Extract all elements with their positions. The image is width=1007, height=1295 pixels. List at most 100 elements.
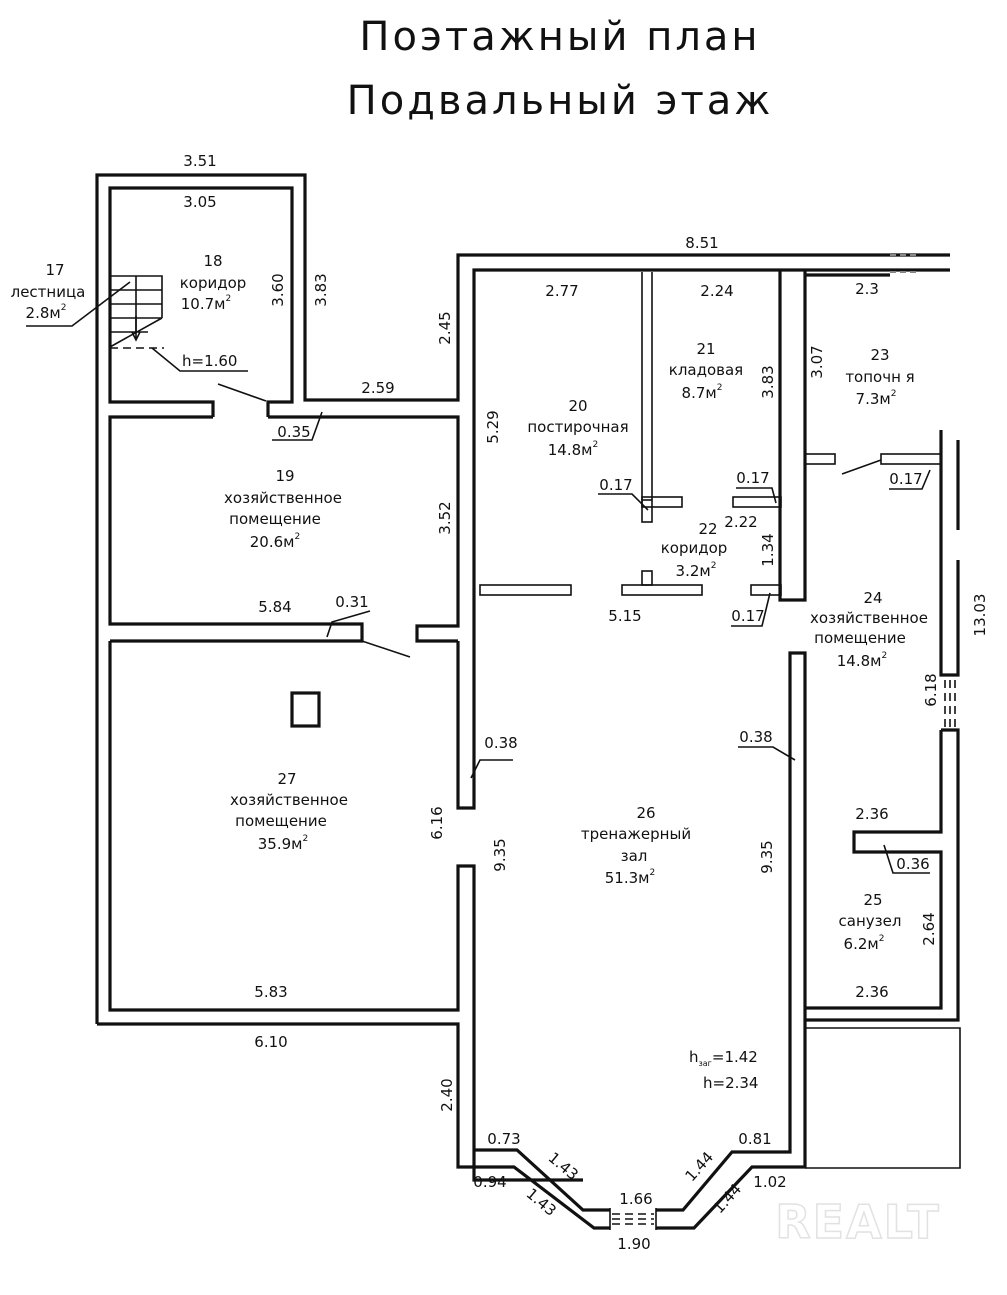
dim-label: 2.36: [855, 983, 888, 1001]
room-20-area: 14.8м2: [548, 440, 598, 459]
wall-room27: [108, 641, 583, 1182]
dim-label: 6.18: [922, 673, 940, 706]
floor-title: Подвальный этаж: [346, 78, 774, 124]
dim-label: 2.64: [920, 912, 938, 945]
room-24-name-1: хозяйственное: [810, 609, 928, 627]
wall-room18-inner: [108, 186, 294, 417]
room-17-area: 2.8м2: [26, 303, 67, 322]
dim-label: 6.10: [254, 1033, 287, 1051]
dim-label: 0.17: [731, 607, 764, 625]
partition-20-bottom-left: [479, 584, 572, 596]
wall-room24-right: [939, 430, 960, 677]
room-19-name-2: помещение: [229, 510, 321, 528]
dim-label: 0.17: [736, 469, 769, 487]
plan-title: Поэтажный план: [359, 14, 761, 60]
partition-23-left: [804, 453, 836, 465]
dim-label: 3.52: [436, 501, 454, 534]
dim-label: 0.31: [335, 593, 368, 611]
dim-label: 13.03: [971, 594, 989, 637]
leader-017-a: [598, 493, 649, 511]
room-19-number: 19: [275, 467, 294, 485]
partition-22-right: [750, 584, 782, 596]
leader-036: [883, 844, 930, 874]
leader-017-b: [736, 487, 777, 504]
wall-room19: [268, 415, 460, 643]
leader-031: [326, 610, 371, 638]
leader-017-c: [731, 592, 771, 627]
dim-label: 0.17: [599, 476, 632, 494]
dim-label: 3.05: [183, 193, 216, 211]
room-18-area: 10.7м2: [181, 294, 231, 313]
dim-label: 3.83: [312, 273, 330, 306]
dim-label: 0.94: [473, 1173, 506, 1191]
walls: [95, 173, 961, 1230]
dim-label: 0.17: [889, 470, 922, 488]
dim-label: 3.51: [183, 152, 216, 170]
room-24-number: 24: [863, 589, 882, 607]
dim-label: 3.83: [759, 365, 777, 398]
room-23-number: 23: [870, 346, 889, 364]
room-17-name: лестница: [11, 283, 86, 301]
room-21-area: 8.7м2: [682, 383, 723, 402]
dim-label: 2.22: [724, 513, 757, 531]
window-bay: [612, 1213, 654, 1225]
room-22-name: коридор: [661, 539, 728, 557]
room-20-number: 20: [568, 397, 587, 415]
wall-partition-20-21: [641, 272, 653, 500]
dim-label: 2.59: [361, 379, 394, 397]
room-18-name: коридор: [180, 274, 247, 292]
wall-room21-right: [778, 270, 807, 602]
dim-label: 2.36: [855, 805, 888, 823]
leader-door-18: [217, 383, 267, 402]
room-24-name-2: помещение: [814, 629, 906, 647]
room-23-area: 7.3м2: [856, 389, 897, 408]
room-25-number: 25: [863, 891, 882, 909]
dim-label: 9.35: [491, 838, 509, 871]
stair-arrow: [131, 316, 141, 342]
dim-label: 0.38: [484, 734, 517, 752]
room-23-name: топочн я: [845, 368, 914, 386]
stair-height: h=1.60: [182, 352, 237, 370]
dim-label: 0.73: [487, 1130, 520, 1148]
wall-outer-bottom-left: [97, 1022, 610, 1230]
room-20-name: постирочная: [527, 418, 628, 436]
room-19-name-1: хозяйственное: [224, 489, 342, 507]
dim-label: 6.16: [428, 806, 446, 839]
wall-bay-right-inner: [656, 651, 807, 1230]
room-27-name-2: помещение: [235, 812, 327, 830]
room-19-area: 20.6м2: [250, 532, 300, 551]
ceiling-height-zag: hзаг=1.42: [689, 1048, 758, 1068]
leader-lines: [26, 281, 931, 874]
room-26-area: 51.3м2: [605, 868, 655, 887]
dim-label: 0.81: [738, 1130, 771, 1148]
wall-room19-left: [108, 415, 364, 643]
dim-label: 1.44: [709, 1180, 745, 1217]
wall-room25: [805, 730, 943, 1010]
leader-17: [26, 281, 131, 327]
window-room24: [944, 680, 956, 728]
column-room27: [290, 691, 321, 728]
room-labels: 17 лестница 2.8м2 18 коридор 10.7м2 19 х…: [11, 252, 928, 953]
partition-22-stub: [641, 570, 653, 586]
dim-label: 2.45: [436, 311, 454, 344]
dim-label: 3.07: [808, 345, 826, 378]
room-25-name: санузел: [839, 912, 902, 930]
dim-label: 2.24: [700, 282, 733, 300]
room-22-area: 3.2м2: [676, 561, 717, 580]
wall-bay-inner: [474, 1148, 610, 1212]
dim-label: 1.43: [523, 1185, 560, 1220]
dim-label: 0.36: [896, 855, 929, 873]
dim-label: 5.29: [484, 410, 502, 443]
watermark-logo: REALT: [775, 1195, 941, 1249]
dim-label: 1.44: [681, 1148, 717, 1185]
room-27-number: 27: [277, 770, 296, 788]
dim-label: 5.84: [258, 598, 291, 616]
dim-label: 8.51: [685, 234, 718, 252]
leader-door-27: [361, 640, 411, 658]
room-27-name-1: хозяйственное: [230, 791, 348, 809]
partition-20-stub-down: [641, 499, 653, 523]
dim-label: 5.83: [254, 983, 287, 1001]
leader-038-left: [470, 759, 513, 779]
dim-label: 1.90: [617, 1235, 650, 1253]
